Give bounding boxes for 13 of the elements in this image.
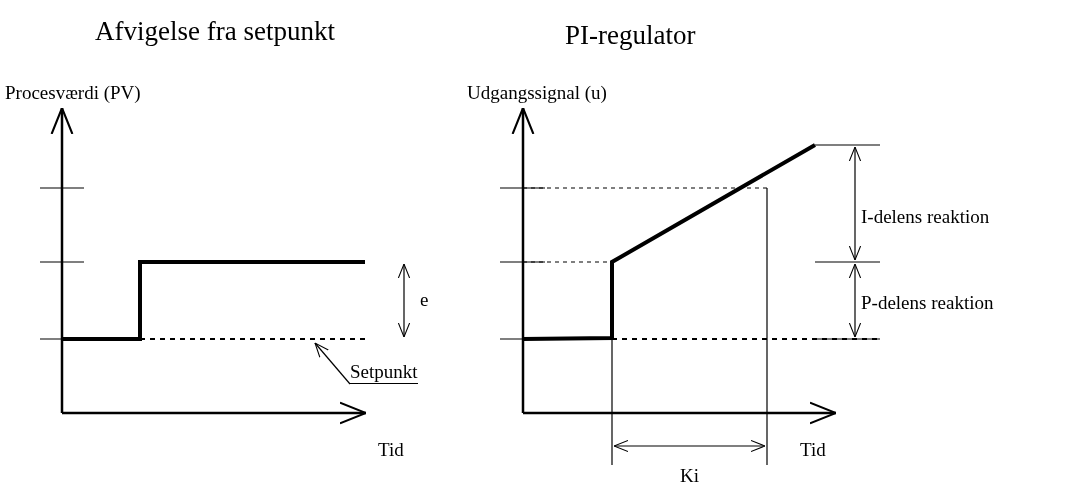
setpoint-label: Setpunkt (350, 362, 418, 384)
axis-label: Tid (800, 440, 826, 459)
chart-title: Afvigelse fra setpunkt (95, 18, 335, 45)
dimension-label: P-delens reaktion (861, 293, 994, 312)
leader-line (314, 342, 351, 385)
dimension-label: Ki (680, 466, 699, 485)
dimension-label: I-delens reaktion (861, 207, 990, 226)
dimension-label: e (420, 290, 429, 309)
chart-title: PI-regulator (565, 22, 696, 49)
axis-label: Procesværdi (PV) (5, 83, 141, 102)
axis-label: Udgangssignal (u) (467, 83, 607, 102)
axis-label: Tid (378, 440, 404, 459)
setpoint-line (139, 338, 366, 340)
